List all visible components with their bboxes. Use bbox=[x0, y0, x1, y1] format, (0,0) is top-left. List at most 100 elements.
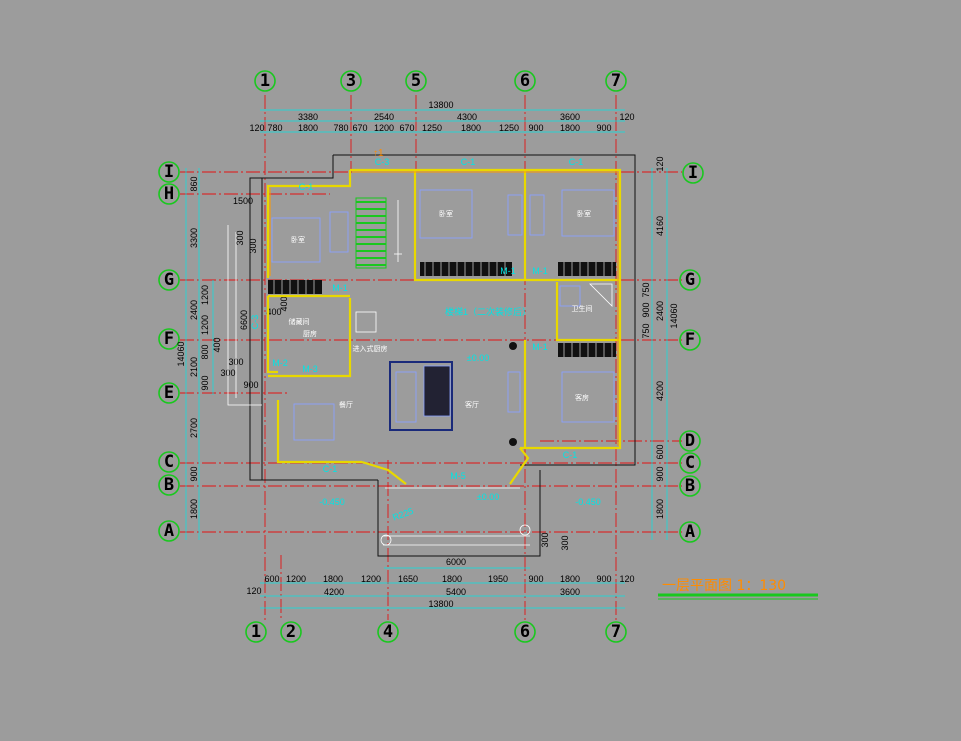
axis-circle-left-E: E bbox=[158, 382, 180, 404]
axis-circle-top-6: 6 bbox=[514, 70, 536, 92]
dim-label: 400 bbox=[279, 296, 289, 311]
axis-circle-bottom-1: 1 bbox=[245, 621, 267, 643]
dim-label: 1800 bbox=[655, 499, 665, 519]
room-label: 餐厅 bbox=[339, 400, 353, 409]
dim-label: 1250 bbox=[499, 123, 519, 133]
elevation-main: ±0.00 bbox=[467, 353, 489, 363]
dim-label: 120 bbox=[619, 574, 634, 584]
furniture bbox=[271, 189, 615, 546]
dim-label: 3600 bbox=[560, 587, 580, 597]
dim-label: 900 bbox=[189, 466, 199, 481]
room-label: 卧室 bbox=[291, 235, 305, 244]
axis-circle-top-3: 3 bbox=[340, 70, 362, 92]
axis-circle-bottom-6: 6 bbox=[514, 621, 536, 643]
elevation-porch: ±0.00 bbox=[477, 492, 499, 502]
room-label: 客房 bbox=[575, 393, 589, 402]
room-label: 储藏间 bbox=[289, 317, 310, 326]
dim-label: 900 bbox=[243, 380, 258, 390]
dim-label: 1650 bbox=[398, 574, 418, 584]
axis-label: D bbox=[685, 431, 695, 451]
dim-overall-top: 13800 bbox=[428, 100, 453, 110]
window-label: C-1 bbox=[323, 464, 338, 474]
plant bbox=[509, 438, 517, 446]
dim-label: 900 bbox=[655, 466, 665, 481]
opening-labels: C-1 C-1 C-1 C-1 C-1 C-3 C-3 M-1 M-1 M-1 … bbox=[250, 148, 601, 551]
dim-label: 670 bbox=[352, 123, 367, 133]
axis-circle-left-G: G bbox=[158, 269, 180, 291]
bed-left bbox=[271, 217, 321, 263]
room-label: 厨房 bbox=[303, 329, 317, 338]
axis-markers-bottom: 1 2 4 6 7 bbox=[245, 621, 627, 643]
drawing-title: 一层平面图 1：130 bbox=[658, 578, 818, 600]
elevation-right: -0.450 bbox=[575, 497, 601, 507]
dim-label: 1800 bbox=[189, 499, 199, 519]
axis-label: I bbox=[164, 162, 174, 182]
dim-label: 780 bbox=[267, 123, 282, 133]
dim-label: 2700 bbox=[189, 418, 199, 438]
dim-label: 900 bbox=[528, 574, 543, 584]
axis-circle-top-7: 7 bbox=[605, 70, 627, 92]
dimensions-right: 120 4160 2400 4200 600 900 1800 14060 75… bbox=[641, 156, 679, 540]
dim-label: 1800 bbox=[461, 123, 481, 133]
dim-label: 4300 bbox=[457, 112, 477, 122]
axis-circle-right-B: B bbox=[679, 475, 701, 497]
dim-label: 1200 bbox=[200, 285, 210, 305]
dim-label: 1200 bbox=[286, 574, 306, 584]
axis-circle-bottom-4: 4 bbox=[377, 621, 399, 643]
axis-label: 2 bbox=[286, 622, 296, 642]
dim-label: 1800 bbox=[442, 574, 462, 584]
axis-label: 3 bbox=[346, 71, 356, 91]
door-label: M-1 bbox=[532, 266, 548, 276]
dim-label: 5400 bbox=[446, 587, 466, 597]
axis-label: 7 bbox=[611, 622, 621, 642]
axis-circle-right-F: F bbox=[679, 329, 701, 351]
dim-overall-right: 14060 bbox=[669, 303, 679, 328]
tv-cabinet bbox=[423, 365, 451, 417]
axis-label: 5 bbox=[411, 71, 421, 91]
building-outline bbox=[227, 154, 636, 557]
dim-label: 300 bbox=[560, 535, 570, 550]
dim-label: 1200 bbox=[361, 574, 381, 584]
dim-label: 300 bbox=[235, 230, 245, 245]
sofa-set bbox=[389, 361, 453, 431]
dim-label: 800 bbox=[200, 344, 210, 359]
dim-label: 6000 bbox=[446, 557, 466, 567]
dim-label: 900 bbox=[528, 123, 543, 133]
dim-label: 900 bbox=[596, 123, 611, 133]
axis-label: H bbox=[164, 184, 174, 204]
dim-label: 4200 bbox=[655, 381, 665, 401]
dim-label: 600 bbox=[264, 574, 279, 584]
door-label: M-2 bbox=[272, 358, 288, 368]
axis-circle-left-A: A bbox=[158, 520, 180, 542]
dim-label: 120 bbox=[249, 123, 264, 133]
dimensions-bottom: 6000 120 600 1200 1800 1200 1650 1800 19… bbox=[246, 557, 634, 609]
stair-note: 楼梯1（二次装修后） bbox=[445, 306, 531, 317]
dim-label: 400 bbox=[266, 307, 281, 317]
door-label: M-5 bbox=[450, 471, 466, 481]
marker-label: ↑1 bbox=[373, 148, 384, 159]
plant bbox=[509, 342, 517, 350]
bed-guest bbox=[561, 371, 615, 423]
dining-table bbox=[293, 403, 335, 441]
axis-circle-left-I: I bbox=[158, 161, 180, 183]
axis-circle-left-H: H bbox=[158, 183, 180, 205]
dim-label: 2400 bbox=[655, 301, 665, 321]
window-label: C-1 bbox=[299, 182, 314, 192]
axis-label: E bbox=[164, 383, 174, 403]
axis-label: I bbox=[688, 163, 698, 183]
radius-label: R225 bbox=[391, 506, 415, 523]
walls bbox=[266, 168, 622, 485]
axis-label: B bbox=[685, 476, 695, 496]
dim-label: 670 bbox=[399, 123, 414, 133]
axis-label: 6 bbox=[520, 71, 530, 91]
axis-label: 1 bbox=[251, 622, 261, 642]
toilet bbox=[559, 285, 581, 307]
dim-label: 2100 bbox=[189, 357, 199, 377]
dim-label: 600 bbox=[655, 444, 665, 459]
dim-label: 300 bbox=[248, 238, 258, 253]
axis-label: A bbox=[685, 522, 695, 542]
dim-label: 1250 bbox=[422, 123, 442, 133]
dim-label: 120 bbox=[619, 112, 634, 122]
dim-label: 900 bbox=[641, 302, 651, 317]
axis-markers-left: I H G F E C B A bbox=[158, 161, 180, 542]
